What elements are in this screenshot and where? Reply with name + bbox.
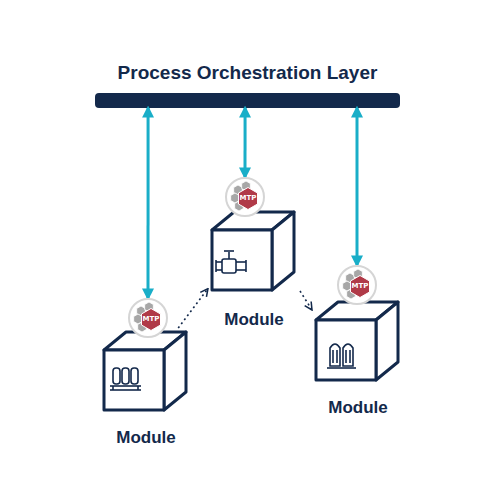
- layer-bar: [95, 93, 400, 108]
- cube-shape: [100, 328, 192, 412]
- process-module: Module: [312, 298, 404, 418]
- badge-text: MTP: [237, 194, 259, 203]
- bidirectional-arrow: [147, 108, 150, 298]
- bidirectional-arrow: [356, 108, 359, 265]
- module-label: Module: [292, 398, 424, 418]
- bidirectional-arrow: [244, 108, 247, 177]
- cube-shape: [312, 298, 404, 382]
- cube-shape: [208, 208, 300, 292]
- mtp-badge: MTP: [225, 177, 265, 217]
- process-module: Module: [208, 208, 300, 330]
- flow-arrow: [178, 289, 208, 329]
- process-module: Module: [100, 328, 192, 448]
- badge-text: MTP: [140, 315, 162, 324]
- module-label: Module: [188, 310, 320, 330]
- flow-arrow: [300, 291, 312, 310]
- layer-title: Process Orchestration Layer: [95, 60, 400, 86]
- mtp-badge: MTP: [128, 298, 168, 338]
- badge-text: MTP: [349, 282, 371, 291]
- orchestration-layer: Process Orchestration Layer: [95, 60, 400, 108]
- mtp-badge: MTP: [337, 265, 377, 305]
- module-label: Module: [80, 428, 212, 448]
